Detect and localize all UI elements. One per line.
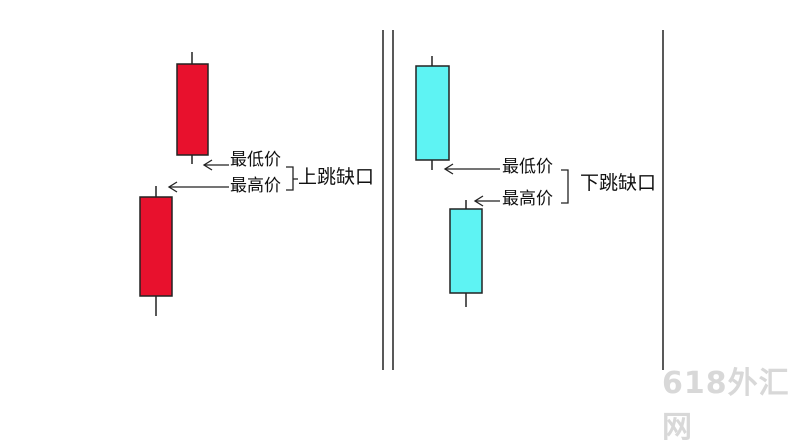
left-high-label: 最高价: [230, 176, 281, 196]
left-bracket: [286, 166, 294, 191]
left-gap-label: 上跳缺口: [298, 166, 375, 188]
right-candle-upper: [415, 56, 450, 170]
right-high-label: 最高价: [502, 189, 553, 209]
right-arrow-low: [443, 163, 500, 175]
left-low-label: 最低价: [230, 150, 281, 170]
left-arrow-low: [202, 159, 229, 171]
right-arrow-high: [473, 195, 500, 207]
watermark: 618外汇网: [662, 366, 790, 445]
left-candle-lower: [139, 186, 173, 316]
right-gap-label: 下跳缺口: [580, 172, 657, 194]
right-low-label: 最低价: [502, 157, 553, 177]
gap-diagram: [139, 30, 664, 370]
right-candle-lower: [449, 200, 483, 307]
right-bracket: [561, 169, 569, 204]
left-arrow-high: [167, 181, 229, 193]
left-candle-upper: [176, 52, 209, 164]
